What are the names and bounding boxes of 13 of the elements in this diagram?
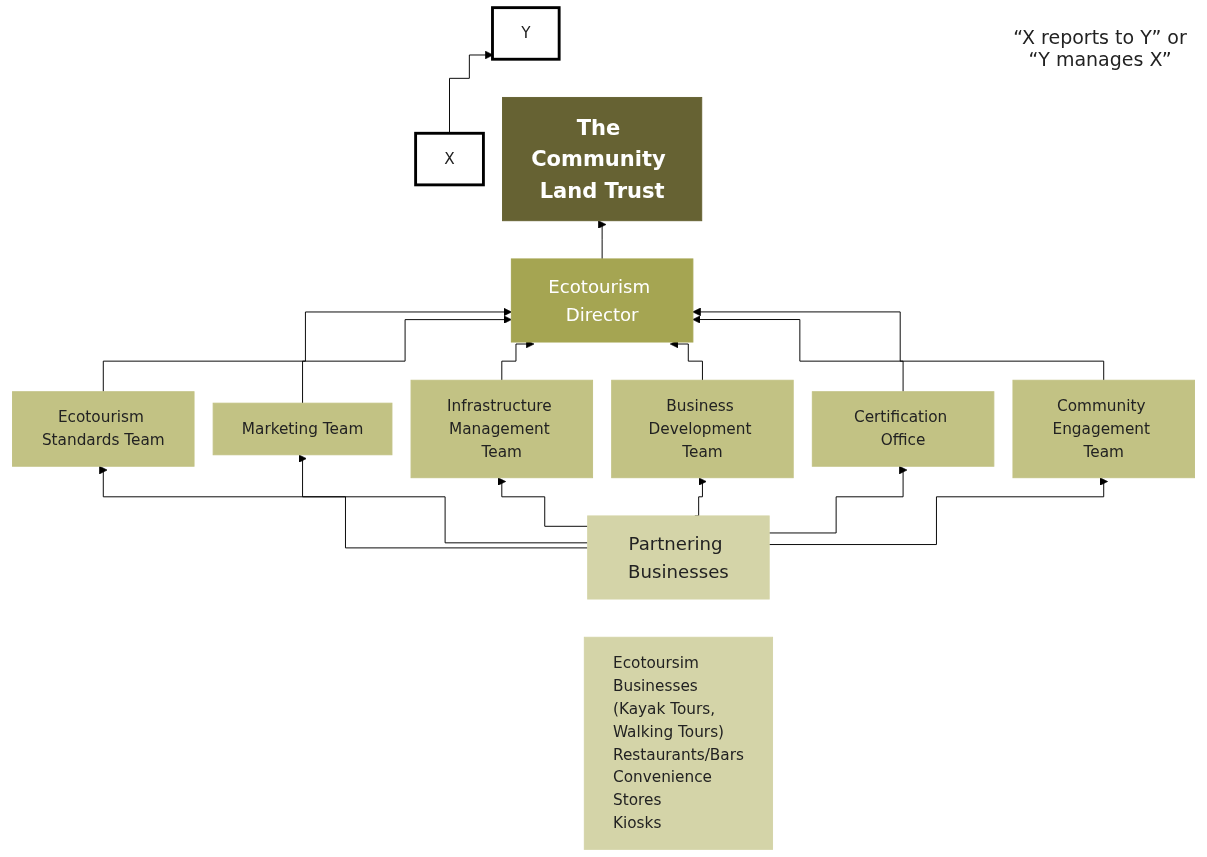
node-box: Ecotourism Standards Team — [12, 391, 195, 467]
node-box: Infrastructure Management Team — [410, 379, 594, 479]
node-box: Y — [491, 6, 561, 61]
node-box: Marketing Team — [212, 402, 393, 456]
node-box: Ecotourism Director — [510, 258, 694, 343]
node-box: The Community Land Trust — [502, 96, 703, 222]
node-box: Certification Office — [811, 391, 995, 467]
node-box: X — [414, 131, 485, 187]
node-box: Ecotoursim Businesses (Kayak Tours, Walking Tours) Restaurants/Bars Convenience Stores Kiosks — [583, 636, 774, 850]
node-box: Partnering Businesses — [587, 515, 770, 600]
node-box: Community Engagement Team — [1012, 379, 1195, 479]
legend-note: “X reports to Y” or “Y manages X” — [1012, 26, 1188, 70]
node-box: Business Development Team — [611, 379, 794, 479]
